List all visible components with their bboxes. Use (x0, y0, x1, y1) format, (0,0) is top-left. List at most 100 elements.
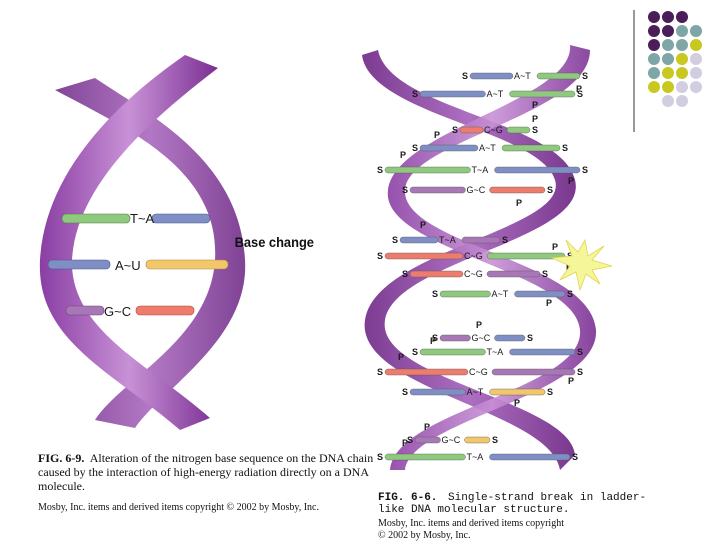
fig66-phosphate-label: P (532, 114, 538, 124)
fig66-pair-label: G~C (442, 435, 461, 445)
fig66-sugar-label: S (432, 289, 438, 299)
decor-dot (662, 53, 674, 65)
fig66-sugar-label: S (392, 235, 398, 245)
fig66-rung-left (419, 348, 486, 356)
fig69-strand-front (39, 55, 218, 430)
fig69-bar-a (151, 213, 211, 224)
fig69-caption-line2: caused by the interaction of high-energy… (38, 465, 369, 479)
fig66-sugar-label: S (402, 185, 408, 195)
fig66-pair-label: C~G (469, 367, 488, 377)
fig66-sugar-label: S (452, 125, 458, 135)
fig66-sugar-label: S (377, 251, 383, 261)
fig66-rung-left (409, 270, 464, 278)
decor-dot (662, 81, 674, 93)
fig66-rung-left (384, 368, 469, 376)
svg-text:FIG. 6-9. Alteration of: FIG. 6-9. Alteration of the nitrogen bas… (38, 451, 373, 465)
fig66-sugar-label: S (532, 125, 538, 135)
fig66-caption-fig: FIG. 6-6. (378, 492, 437, 504)
fig69-bar-u (145, 259, 229, 270)
fig66-sugar-label: S (412, 89, 418, 99)
fig69-bar-c (135, 305, 195, 316)
decor-dot (676, 25, 688, 37)
fig66-sugar-label: S (412, 143, 418, 153)
fig66-sugar-label: S (502, 235, 508, 245)
fig69-pair-2: A~U (115, 258, 141, 273)
fig69-helix (39, 55, 246, 430)
fig66-rung-left (419, 90, 486, 98)
fig66-sugar-label: S (377, 452, 383, 462)
fig66-rung-right (486, 252, 566, 260)
fig69-pair-1: T~A (130, 211, 155, 226)
fig66-phosphate-label: P (568, 376, 574, 386)
fig66-copyright-2: © 2002 by Mosby, Inc. (378, 530, 471, 541)
fig66-phosphate-label: P (476, 320, 482, 330)
base-change-label: Base change (235, 235, 315, 251)
decor-dot (676, 11, 688, 23)
fig66-sugar-label: S (562, 143, 568, 153)
break-star-icon (550, 238, 613, 292)
fig66-pair-label: T~A (472, 165, 489, 175)
fig66-rung-right (486, 270, 541, 278)
fig66-pair-label: T~A (487, 347, 504, 357)
fig66-sugar-label: S (542, 269, 548, 279)
fig66-rung-right (514, 290, 566, 298)
fig66-phosphate-label: P (398, 352, 404, 362)
fig66-pair-label: T~A (467, 452, 484, 462)
fig66-sugar-label: S (577, 347, 583, 357)
fig66-rung-left (384, 453, 466, 461)
fig66-sugar-label: S (377, 165, 383, 175)
fig66-phosphate-label: P (400, 150, 406, 160)
decor-dot (676, 95, 688, 107)
fig66-pair-label: A~T (492, 289, 509, 299)
fig66-sugar-label: S (377, 367, 383, 377)
break-marker (550, 238, 613, 292)
fig66-caption: FIG. 6-6. Single-strand break in ladder-… (378, 492, 646, 541)
fig66-rung-right (461, 236, 501, 244)
fig66-sugar-label: S (582, 71, 588, 81)
fig66-caption-line1: Single-strand break in ladder- (448, 492, 646, 504)
decor-dot (648, 53, 660, 65)
fig66-sugar-label: S (492, 435, 498, 445)
fig66-phosphate-label: P (546, 298, 552, 308)
decor-dot (662, 95, 674, 107)
fig66-sugar-label: S (572, 452, 578, 462)
fig66-pair-label: A~T (514, 71, 531, 81)
fig66-ladder: A~TSSA~TSSC~GSSA~TSST~ASSG~CSST~ASSC~GSS… (377, 71, 588, 462)
fig66-sugar-label: S (527, 333, 533, 343)
decor-dot (690, 25, 702, 37)
fig69-bar-t (61, 213, 131, 224)
decor-dot (690, 53, 702, 65)
fig66-phosphate-label: P (424, 422, 430, 432)
fig66-pair-label: G~C (467, 185, 486, 195)
fig66-rung-left (469, 72, 514, 80)
fig66-sugar-label: S (567, 289, 573, 299)
fig66-sugar-label: S (407, 435, 413, 445)
svg-text:FIG. 6-6. Single-strand: FIG. 6-6. Single-strand break in ladder- (378, 492, 646, 504)
fig66-pair-label: A~T (467, 387, 484, 397)
fig66-rung-right (489, 453, 571, 461)
fig66-rung-left (439, 290, 491, 298)
fig66-phosphate-label: P (552, 242, 558, 252)
fig66-rung-left (459, 126, 484, 134)
decor-dot (662, 39, 674, 51)
fig66-rung-left (384, 252, 464, 260)
decor-dot (676, 81, 688, 93)
fig66-rung-right (509, 90, 576, 98)
fig66-sugar-label: S (577, 89, 583, 99)
fig66-pair-label: C~G (464, 269, 483, 279)
fig66-rung-right (501, 144, 561, 152)
fig66-pair-label: A~T (479, 143, 496, 153)
fig66-sugar-label: S (547, 387, 553, 397)
fig66-sugar-label: S (582, 165, 588, 175)
fig66-rung-right (494, 166, 581, 174)
fig66-phosphate-label: P (514, 398, 520, 408)
fig69-caption: FIG. 6-9. Alteration of the nitrogen bas… (38, 451, 373, 513)
fig66-phosphate-label: P (434, 130, 440, 140)
fig66-rung-right (491, 368, 576, 376)
decor-dot (648, 81, 660, 93)
decor-dot (690, 39, 702, 51)
fig66-phosphate-label: P (430, 336, 436, 346)
fig66-rung-right (506, 126, 531, 134)
decor-dot (648, 11, 660, 23)
